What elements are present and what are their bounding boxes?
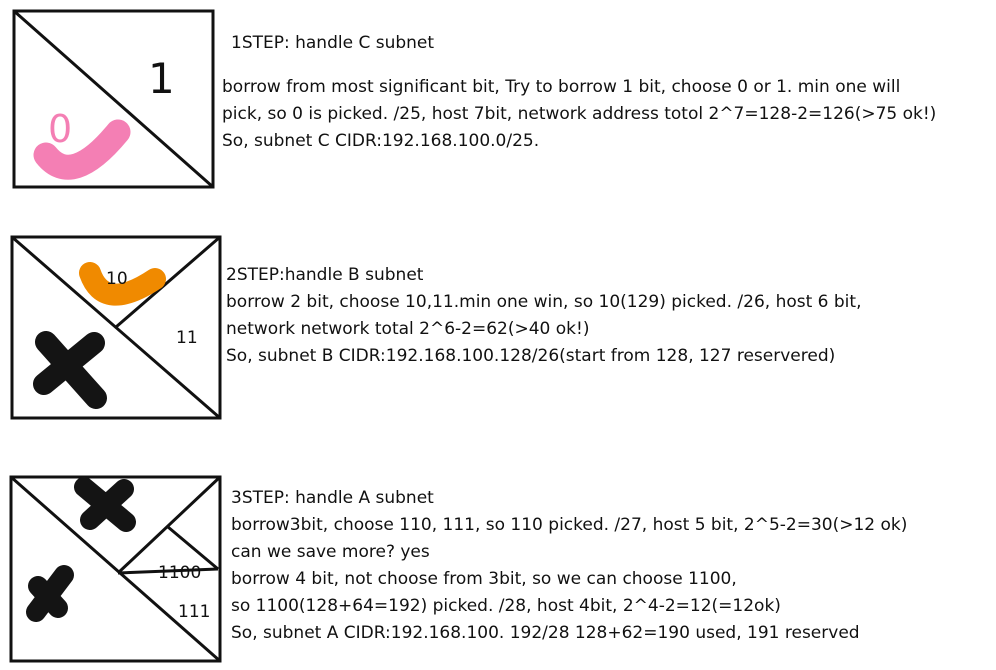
step3-title: 3STEP: handle A subnet [231,488,434,508]
step1-label-picked: 0 [48,107,72,151]
step2-diagram: 10 11 [10,235,222,420]
step2-label-other: 11 [176,328,198,348]
step3-diagram: 1100 111 [9,475,222,663]
step2-line: borrow 2 bit, choose 10,11.min one win, … [226,292,862,312]
step3-label-other: 111 [178,602,210,622]
step3-line: so 1100(128+64=192) picked. /28, host 4b… [231,596,781,616]
step3-divider-bottom [117,567,219,575]
step1-label-main: 1 [148,54,175,103]
step2-line: So, subnet B CIDR:192.168.100.128/26(sta… [226,346,836,366]
step3-divider-inner [167,525,219,571]
step3-line: can we save more? yes [231,542,430,562]
step1-diagram: 0 1 [12,9,215,189]
step1-title: 1STEP: handle C subnet [231,33,435,53]
step3-line: So, subnet A CIDR:192.168.100. 192/28 12… [231,623,860,643]
step1-description: borrow from most significant bit, Try to… [222,74,936,155]
step1-line: pick, so 0 is picked. /25, host 7bit, ne… [222,104,937,124]
step1-line: borrow from most significant bit, Try to… [222,77,901,97]
step3-divider-top [116,475,222,575]
step1-pink-checkmark [33,119,131,180]
step3-description: borrow3bit, choose 110, 111, so 110 pick… [231,512,907,647]
step1-square [12,9,215,189]
step2-sub-divider [115,235,221,329]
step2-title: 2STEP:handle B subnet [226,265,424,285]
step1-line: So, subnet C CIDR:192.168.100.0/25. [222,131,540,151]
step3-cross-mark-top [74,477,136,532]
step2-line: network network total 2^6-2=62(>40 ok!) [226,319,590,339]
step2-description: borrow 2 bit, choose 10,11.min one win, … [226,289,861,370]
step3-label-picked: 1100 [158,563,201,583]
step3-square [9,475,222,663]
step3-line: borrow 4 bit, not choose from 3bit, so w… [231,569,737,589]
step2-square [10,235,222,420]
step2-orange-checkmark [79,262,166,306]
step3-diagonal [10,475,221,663]
step2-cross-mark [33,331,107,409]
step3-cross-mark-left [26,565,74,622]
step2-label-picked: 10 [106,269,128,289]
step2-diagonal [11,235,221,420]
step1-diagonal [13,9,214,189]
step3-line: borrow3bit, choose 110, 111, so 110 pick… [231,515,908,535]
